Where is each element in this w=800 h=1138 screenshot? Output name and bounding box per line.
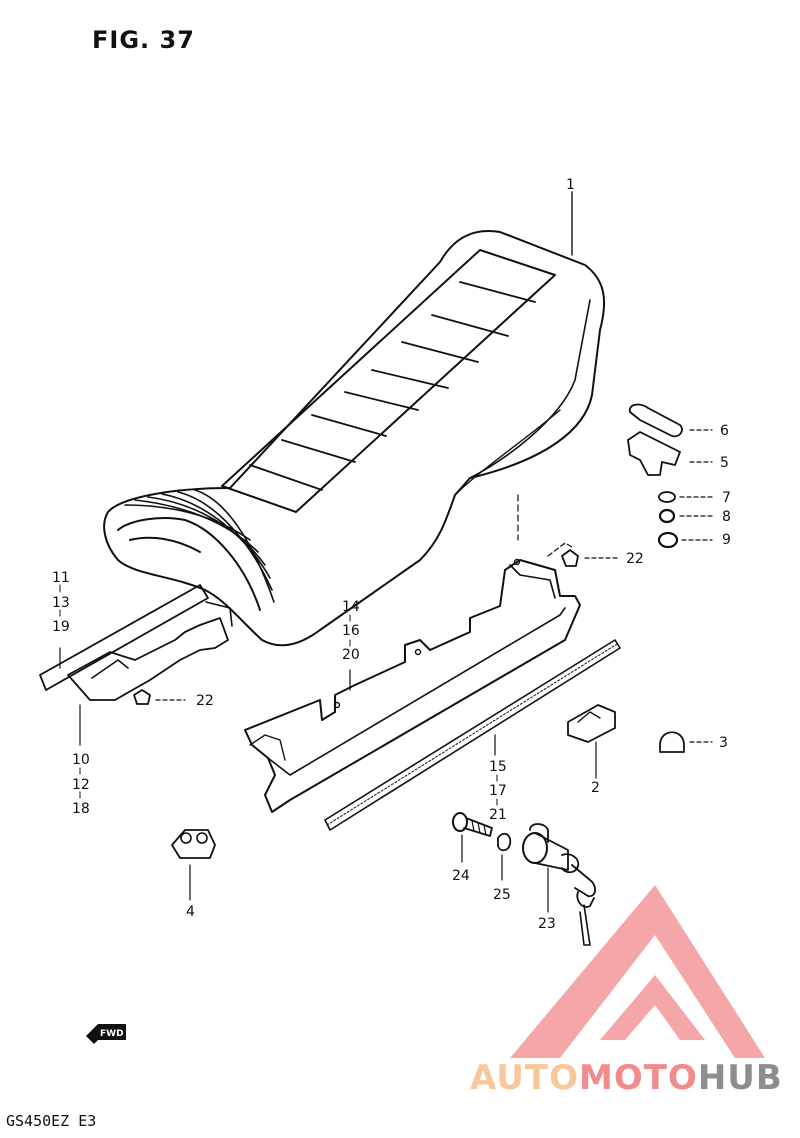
part-24-bolt — [452, 812, 493, 863]
callout-25: 25 — [493, 887, 511, 903]
watermark-text: AUTOMOTOHUB — [470, 1058, 783, 1098]
callout-1: 1 — [566, 177, 575, 193]
callout-2: 2 — [591, 780, 600, 796]
part-8-nut — [658, 508, 713, 524]
part-2-bracket — [567, 704, 616, 779]
callout-17: 17 — [489, 783, 507, 799]
model-code: GS450EZ E3 — [6, 1112, 97, 1130]
part-23-lock — [522, 823, 596, 946]
part-22-nut-upper — [547, 542, 619, 567]
part-22-nut-lower — [133, 689, 186, 705]
part-4-bumper — [171, 829, 216, 901]
callout-10: 10 — [72, 752, 90, 768]
callout-6: 6 — [720, 423, 729, 439]
trim-strip — [324, 639, 621, 831]
hinge-bracket — [39, 584, 233, 746]
fwd-label: FWD — [100, 1029, 124, 1039]
callout-12: 12 — [72, 777, 90, 793]
part-9-nut — [657, 531, 713, 549]
part-6-plate — [628, 403, 713, 438]
callout-19: 19 — [52, 619, 70, 635]
part-5-clamp — [627, 431, 713, 476]
part-7-washer — [658, 491, 713, 503]
callout-24: 24 — [452, 868, 470, 884]
callout-22-lower: 22 — [196, 693, 214, 709]
callout-11: 11 — [52, 570, 70, 586]
watermark-part-c: HUB — [697, 1058, 783, 1098]
callout-5: 5 — [720, 455, 729, 471]
part-25-clip — [497, 832, 512, 881]
callout-8: 8 — [722, 509, 731, 525]
watermark-part-b: MOTO — [578, 1058, 698, 1098]
part-3-cap-nut — [659, 731, 713, 753]
callout-7: 7 — [722, 490, 731, 506]
callout-3: 3 — [719, 735, 728, 751]
callout-9: 9 — [722, 532, 731, 548]
seat-assembly — [103, 191, 606, 647]
callout-16: 16 — [342, 623, 360, 639]
callout-13: 13 — [52, 595, 70, 611]
callout-15: 15 — [489, 759, 507, 775]
figure-title: FIG. 37 — [92, 26, 195, 54]
watermark-part-a: AUTO — [470, 1058, 579, 1098]
callout-21: 21 — [489, 807, 507, 823]
callout-20: 20 — [342, 647, 360, 663]
callout-22-upper: 22 — [626, 551, 644, 567]
forward-arrow-icon: FWD — [86, 1024, 126, 1044]
callout-18: 18 — [72, 801, 90, 817]
seat-rail — [244, 558, 581, 813]
callout-23: 23 — [538, 916, 556, 932]
callout-4: 4 — [186, 904, 195, 920]
callout-14: 14 — [342, 599, 360, 615]
